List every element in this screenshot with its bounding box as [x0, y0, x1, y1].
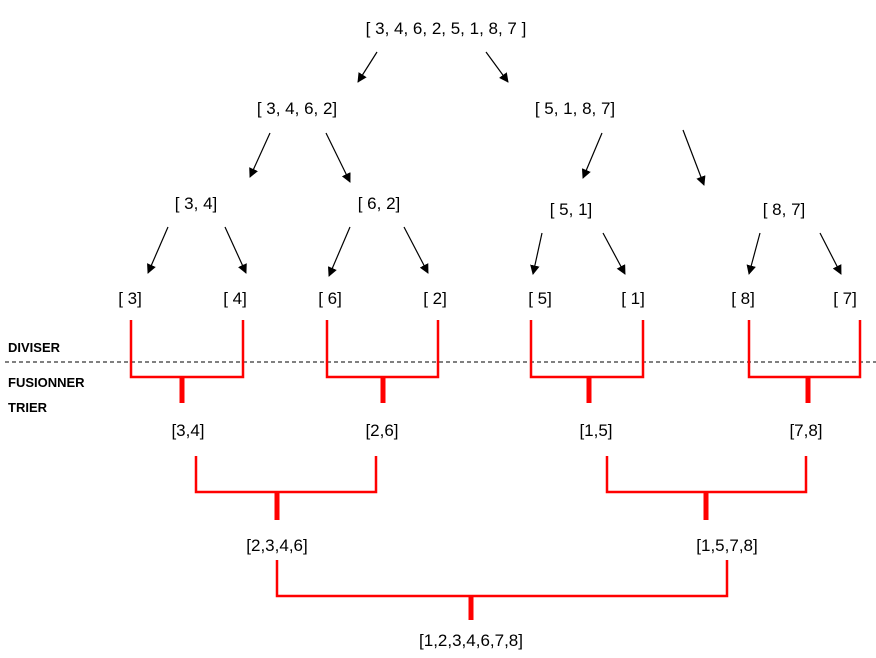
- split-arrows: [147, 51, 842, 277]
- arrow-icon: [602, 232, 626, 275]
- leaf-node: [ 7]: [833, 289, 857, 308]
- merge-bracket: [605, 456, 808, 494]
- leaf-node: [ 4]: [223, 289, 247, 308]
- split-node: [ 6, 2]: [358, 194, 401, 213]
- split-node: [ 5, 1]: [550, 200, 593, 219]
- split-right: [ 5, 1, 8, 7]: [535, 99, 615, 118]
- leaf-node: [ 1]: [621, 289, 645, 308]
- arrow-icon: [249, 132, 271, 178]
- merge-bracket: [747, 320, 862, 379]
- merge-bracket: [275, 560, 729, 598]
- split-left: [ 3, 4, 6, 2]: [257, 99, 337, 118]
- leaf-node: [ 2]: [423, 289, 447, 308]
- merge-bracket: [129, 320, 245, 379]
- arrow-icon: [746, 232, 761, 275]
- merged-quad: [2,3,4,6]: [246, 536, 307, 555]
- leaf-node: [ 5]: [528, 289, 552, 308]
- arrow-icon: [819, 232, 842, 275]
- split-node: [ 8, 7]: [763, 200, 806, 219]
- root-array: [ 3, 4, 6, 2, 5, 1, 8, 7 ]: [366, 19, 527, 38]
- merge-bracket: [194, 456, 378, 494]
- arrow-icon: [485, 51, 509, 83]
- arrow-icon: [327, 226, 351, 277]
- arrow-icon: [581, 132, 603, 179]
- phase-divide-label: DIVISER: [8, 340, 61, 355]
- arrow-icon: [147, 226, 169, 274]
- leaf-node: [ 6]: [318, 289, 342, 308]
- arrow-icon: [325, 132, 351, 183]
- arrow-icon: [682, 129, 706, 186]
- arrow-icon: [357, 51, 378, 83]
- arrow-icon: [224, 226, 247, 274]
- merge-bracket: [529, 320, 645, 379]
- merged-pair: [3,4]: [171, 421, 204, 440]
- leaf-node: [ 3]: [118, 289, 142, 308]
- phase-sort-label: TRIER: [8, 400, 48, 415]
- merge-bracket: [325, 320, 440, 379]
- merged-quad: [1,5,7,8]: [696, 536, 757, 555]
- split-node: [ 3, 4]: [175, 194, 218, 213]
- merged-pair: [2,6]: [365, 421, 398, 440]
- merged-pair: [7,8]: [789, 421, 822, 440]
- sorted-result: [1,2,3,4,6,7,8]: [419, 631, 523, 650]
- merge-brackets-level2: [194, 456, 808, 520]
- phase-merge-label: FUSIONNER: [8, 375, 85, 390]
- merged-pair: [1,5]: [579, 421, 612, 440]
- leaf-node: [ 8]: [731, 289, 755, 308]
- arrow-icon: [530, 232, 543, 275]
- merge-brackets-level1: [129, 320, 862, 403]
- merge-bracket-final: [275, 560, 729, 620]
- arrow-icon: [403, 226, 429, 274]
